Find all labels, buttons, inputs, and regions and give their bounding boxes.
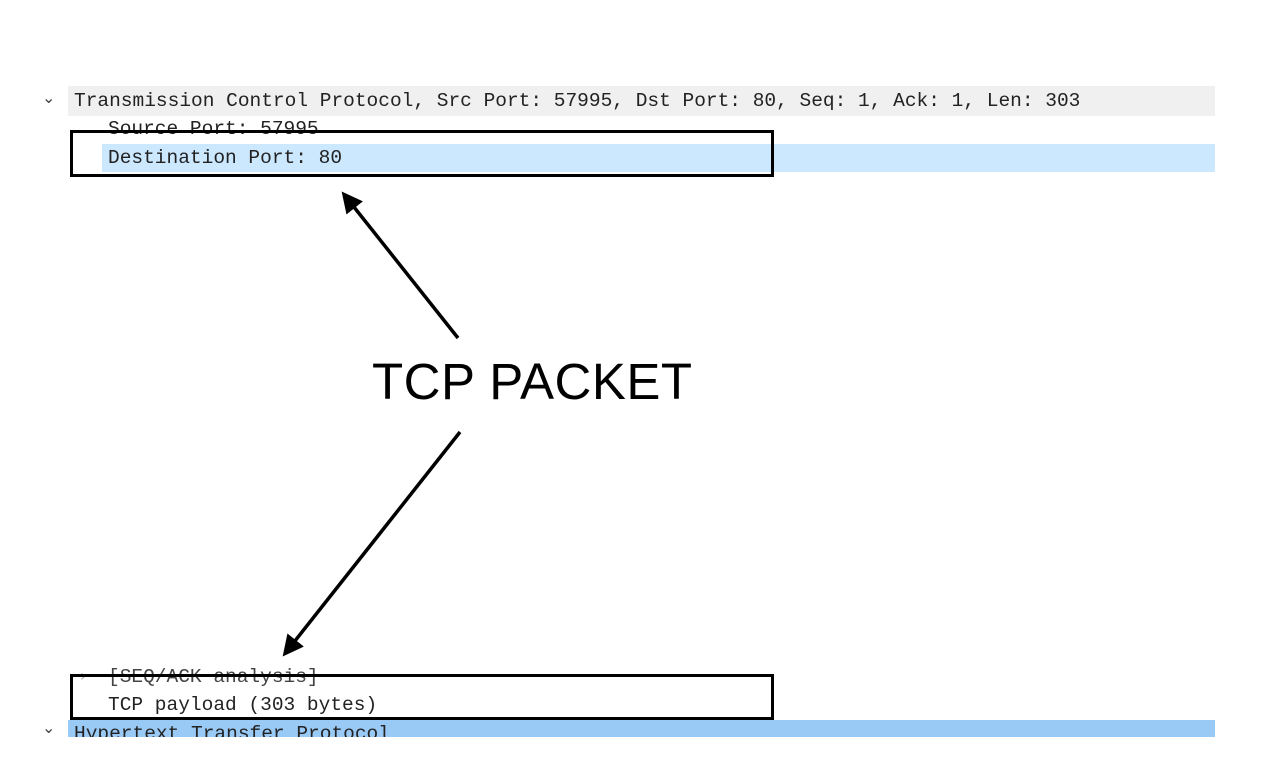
http-text: Hypertext Transfer Protocol — [74, 723, 390, 737]
tcp-packet-label: TCP PACKET — [372, 353, 693, 410]
source-port-text: Source Port: 57995 — [108, 118, 319, 140]
seq-ack-row[interactable]: [SEQ/ACK analysis] — [102, 663, 1215, 691]
seq-ack-text: [SEQ/ACK analysis] — [108, 666, 319, 688]
chevron-down-icon[interactable]: ⌄ — [42, 88, 56, 107]
tcp-payload-text: TCP payload (303 bytes) — [108, 694, 378, 716]
destination-port-row[interactable]: Destination Port: 80 — [102, 144, 1215, 172]
tcp-header-text: Transmission Control Protocol, Src Port:… — [74, 90, 1081, 112]
tcp-header-row[interactable]: Transmission Control Protocol, Src Port:… — [68, 86, 1215, 116]
destination-port-text: Destination Port: 80 — [108, 147, 343, 169]
arrow-down — [282, 430, 462, 657]
highlight-box-tcp-payload — [70, 674, 774, 720]
chevron-down-icon[interactable]: ⌄ — [42, 718, 56, 737]
arrow-up — [341, 191, 460, 340]
highlight-box-destination-port — [70, 130, 774, 177]
http-row[interactable]: Hypertext Transfer Protocol — [68, 720, 1215, 737]
source-port-row[interactable]: Source Port: 57995 — [102, 116, 1215, 142]
tcp-payload-row[interactable]: TCP payload (303 bytes) — [102, 691, 1215, 719]
